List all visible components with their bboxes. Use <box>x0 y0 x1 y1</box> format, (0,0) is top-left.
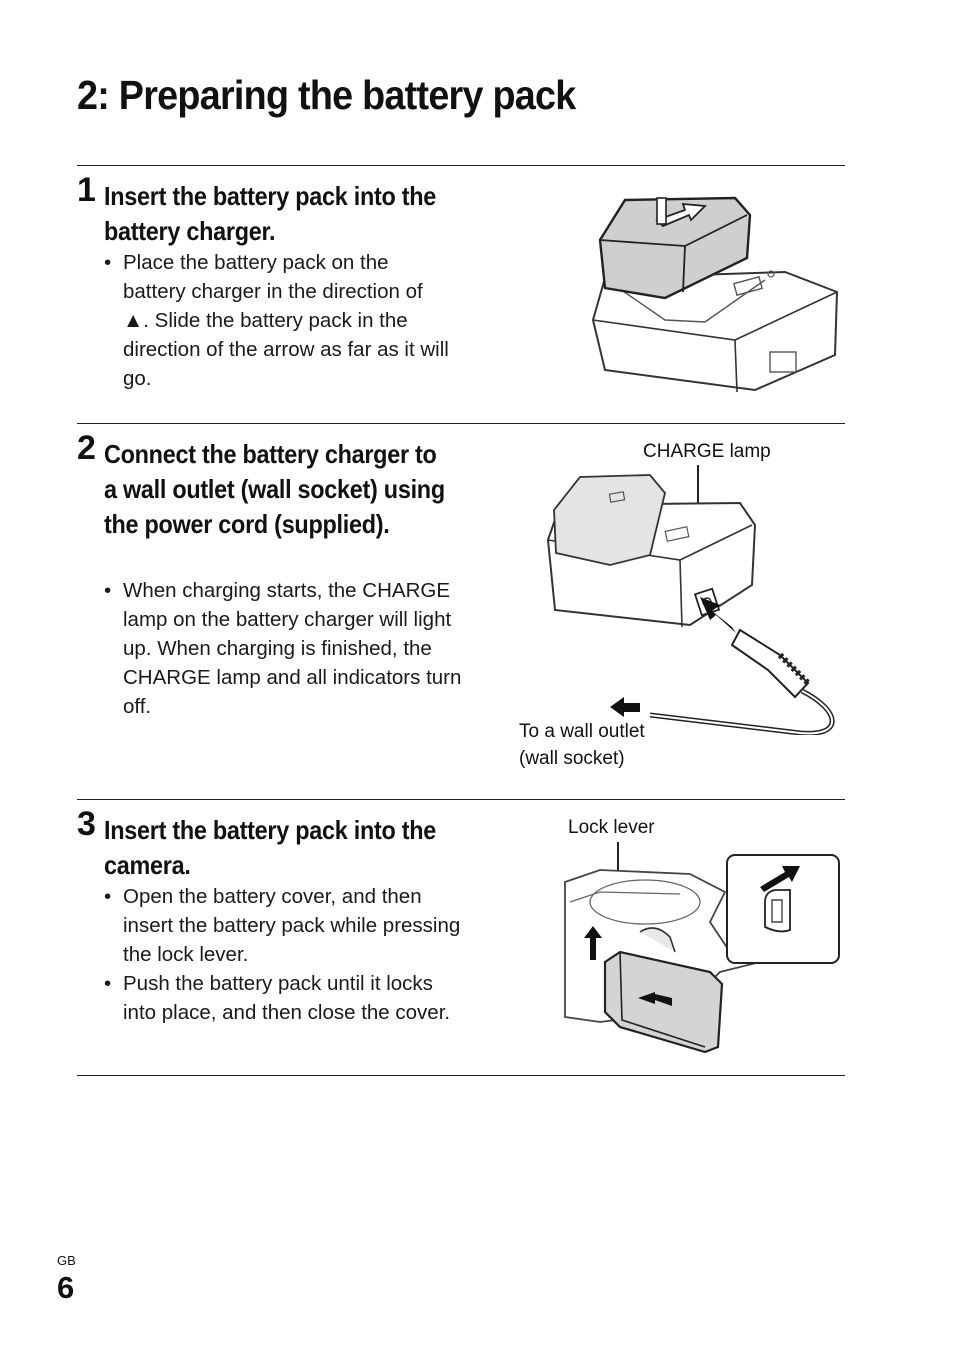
wall-outlet-label-line: (wall socket) <box>519 748 625 769</box>
bullet-list: Place the battery pack on the battery ch… <box>104 248 454 393</box>
wall-outlet-label: To a wall outlet (wall socket) <box>519 718 645 772</box>
divider <box>77 1075 845 1076</box>
divider <box>77 799 845 800</box>
wall-outlet-label-line: To a wall outlet <box>519 721 645 742</box>
bullet-list: Open the battery cover, and then insert … <box>104 882 464 1027</box>
lock-lever-label: Lock lever <box>568 817 655 838</box>
bullet-item: Push the battery pack until it locks int… <box>104 969 464 1027</box>
step-heading: Insert the battery pack into the battery… <box>104 181 437 246</box>
battery-charger-illustration <box>591 196 839 393</box>
bullet-item: When charging starts, the CHARGE lamp on… <box>104 576 469 721</box>
language-code: GB <box>57 1253 76 1268</box>
divider <box>77 423 845 424</box>
camera-battery-insert-illustration <box>564 842 840 1054</box>
step-number: 2 <box>77 429 96 467</box>
charge-lamp-label: CHARGE lamp <box>643 441 771 462</box>
bullet-list: When charging starts, the CHARGE lamp on… <box>104 576 469 721</box>
step-heading: Connect the battery charger to a wall ou… <box>104 439 445 539</box>
step-number: 3 <box>77 805 96 843</box>
page-title: 2: Preparing the battery pack <box>77 72 576 118</box>
step-number: 1 <box>77 171 96 209</box>
page-number: 6 <box>57 1270 75 1305</box>
bullet-item: Place the battery pack on the battery ch… <box>104 248 454 393</box>
step-heading: Insert the battery pack into the camera. <box>104 815 437 880</box>
divider <box>77 165 845 166</box>
charger-wall-connection-illustration <box>546 465 835 735</box>
bullet-item: Open the battery cover, and then insert … <box>104 882 464 969</box>
